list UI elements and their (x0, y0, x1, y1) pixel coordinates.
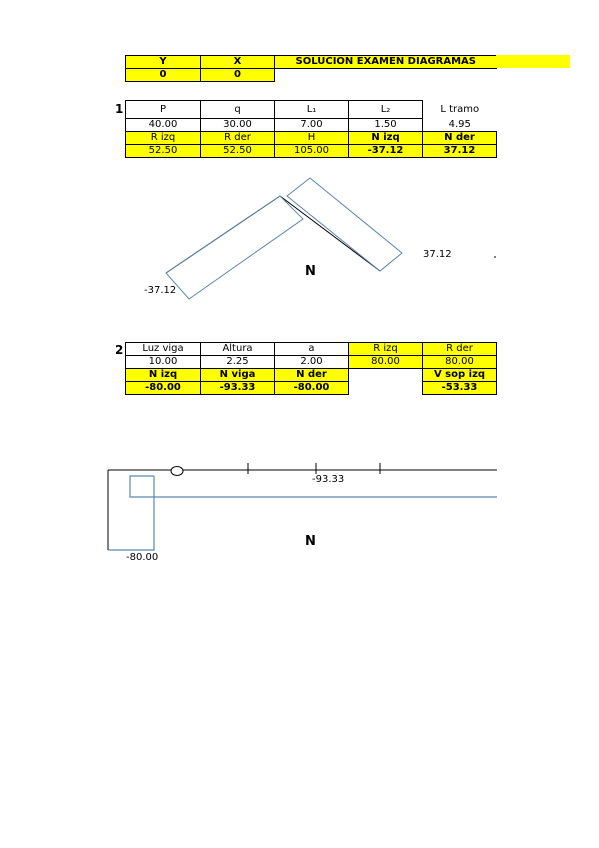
result-value-cell: 52.50 (125, 144, 201, 158)
x-value: 0 (200, 68, 275, 82)
section-number: 1 (115, 102, 124, 116)
column-diagram-band (108, 476, 155, 551)
value-cell: 4.95 (448, 118, 471, 130)
left-end-value: -37.12 (144, 285, 177, 296)
result-value-cell: -53.33 (422, 381, 497, 395)
column-value: -80.00 (126, 552, 159, 563)
diagram-label: N (305, 534, 316, 549)
hinge-symbol (170, 466, 184, 476)
result-header-cell: N der (422, 131, 497, 145)
right-end-value: 37.12 (423, 249, 452, 260)
y-value: 0 (125, 68, 201, 82)
result-header-cell: N viga (200, 368, 275, 382)
result-value-cell: -80.00 (274, 381, 349, 395)
beam-value: -93.33 (312, 474, 345, 485)
result-value-cell: 105.00 (274, 144, 349, 158)
header-cell: L tramo (440, 103, 480, 115)
result-header-cell: V sop izq (422, 368, 497, 382)
value-cell: 80.00 (348, 355, 423, 369)
result-value-cell: -37.12 (348, 144, 423, 158)
diagram-band-right (286, 177, 403, 272)
header-cell: R izq (348, 342, 423, 356)
result-header-cell: N der (274, 368, 349, 382)
diagram-label: N (305, 264, 316, 279)
result-header-cell: H (274, 131, 349, 145)
section-number: 2 (115, 343, 124, 357)
page-title: SOLUCIÓN EXAMEN DIAGRAMAS (274, 55, 497, 69)
section1-table: P q L₁ L₂ L tramo 40.00 30.00 7.00 1.50 … (125, 100, 497, 158)
result-header-cell: N izq (348, 131, 423, 145)
diagram-band-left (165, 195, 304, 300)
header-table: Y X SOLUCIÓN EXAMEN DIAGRAMAS 0 0 (125, 55, 497, 82)
section2-table: Luz viga Altura a R izq R der 10.00 2.25… (125, 342, 497, 395)
result-value-cell: -80.00 (125, 381, 201, 395)
result-value-cell: 52.50 (200, 144, 275, 158)
y-label: Y (125, 55, 201, 69)
result-header-cell: R izq (125, 131, 201, 145)
title-highlight-extension (496, 55, 570, 68)
x-label: X (200, 55, 275, 69)
rafter-right (279, 195, 381, 272)
result-value-cell: 37.12 (422, 144, 497, 158)
beam-diagram-band (129, 475, 497, 498)
header-cell: R der (422, 342, 497, 356)
result-header-cell: R der (200, 131, 275, 145)
